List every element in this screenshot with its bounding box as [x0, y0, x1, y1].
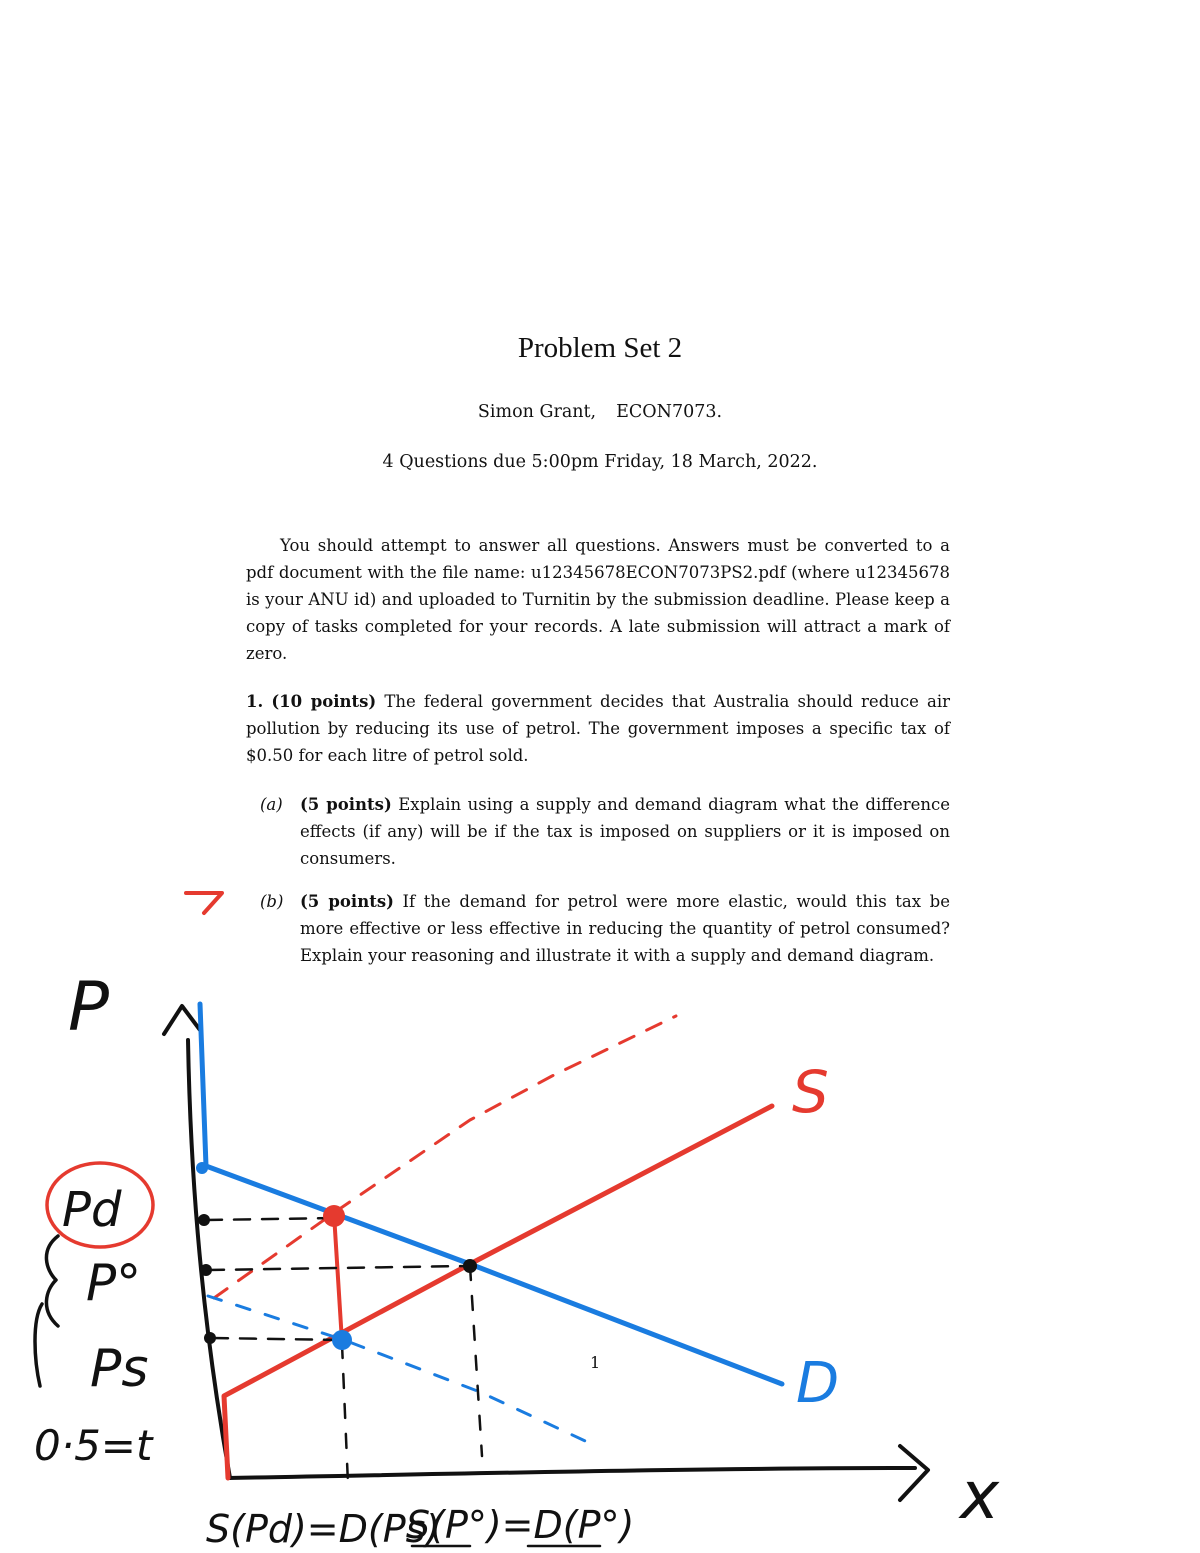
red-arrow-annotation	[184, 891, 224, 915]
part-a-label: (a)	[260, 795, 283, 814]
suppliers-price-label: Ps	[90, 1339, 148, 1399]
due-date-line: 4 Questions due 5:00pm Friday, 18 March,…	[382, 452, 818, 472]
part-a-text: Explain using a supply and demand diagra…	[300, 795, 951, 868]
price-axis-arrowhead	[162, 1004, 202, 1036]
shifted-supply-curve	[212, 1014, 678, 1300]
question-1: 1. (10 points) The federal government de…	[246, 688, 950, 769]
ps-guide-line	[210, 1336, 342, 1342]
demand-curve-label: D	[796, 1351, 839, 1416]
supply-curve	[221, 1103, 775, 1481]
shifted-demand-curve	[206, 1294, 598, 1448]
instructions-paragraph: You should attempt to answer all questio…	[246, 536, 950, 663]
equilibrium-price-label: P°	[86, 1254, 141, 1312]
demand-curve	[197, 1001, 785, 1387]
question-1-part-a: (a) (5 points) Explain using a supply an…	[260, 791, 950, 873]
question-1-text: The federal government decides that Aust…	[246, 692, 950, 765]
equilibrium-quantity-guide	[468, 1264, 484, 1458]
price-axis-label: P	[68, 968, 109, 1047]
equilibrium-quantity-label: S(P°)=D(P°)	[406, 1503, 634, 1547]
tax-bracket	[33, 1302, 44, 1388]
suppliers-price-point	[332, 1330, 352, 1350]
demanders-price-label: Pd	[62, 1182, 122, 1238]
price-axis	[186, 1038, 232, 1480]
question-1-points: (10 points)	[271, 692, 377, 711]
pd-axis-tick	[198, 1214, 210, 1226]
author-name: Simon Grant,	[477, 402, 597, 422]
tax-amount-label: 0·5=t	[34, 1421, 154, 1470]
taxed-quantity-label: S(Pd)=D(Ps)	[206, 1507, 440, 1551]
author-line: Simon Grant, ECON7073.	[0, 402, 1200, 422]
demand-intercept-point	[196, 1162, 208, 1174]
equilibrium-point	[463, 1259, 477, 1273]
quantity-axis-label: x	[958, 1457, 1000, 1534]
pd-guide-line	[204, 1216, 336, 1222]
quantity-axis	[226, 1466, 917, 1480]
page-number: 1	[590, 1353, 601, 1372]
part-b-body: (5 points) If the demand for petrol were…	[300, 888, 950, 969]
part-b-text: If the demand for petrol were more elast…	[300, 892, 950, 965]
document-title: Problem Set 2	[517, 332, 683, 364]
part-b-label: (b)	[260, 892, 284, 911]
quantity-axis-arrowhead	[898, 1444, 930, 1502]
question-1-number: 1.	[246, 692, 264, 711]
tax-wedge-line	[332, 1212, 344, 1344]
p0-axis-tick	[200, 1264, 212, 1276]
taxed-quantity-guide	[340, 1342, 350, 1486]
part-b-points: (5 points)	[300, 892, 394, 911]
part-a-body: (5 points) Explain using a supply and de…	[300, 791, 950, 872]
ps-axis-tick	[204, 1332, 216, 1344]
course-code: ECON7073.	[616, 402, 723, 422]
supply-curve-label: S	[792, 1058, 829, 1126]
part-a-points: (5 points)	[300, 795, 392, 814]
p0-guide-line	[206, 1264, 470, 1272]
demanders-price-point	[323, 1205, 345, 1227]
question-1-part-b: (b) (5 points) If the demand for petrol …	[260, 888, 950, 998]
tax-brace	[44, 1234, 60, 1328]
pd-label-circle	[45, 1161, 155, 1249]
